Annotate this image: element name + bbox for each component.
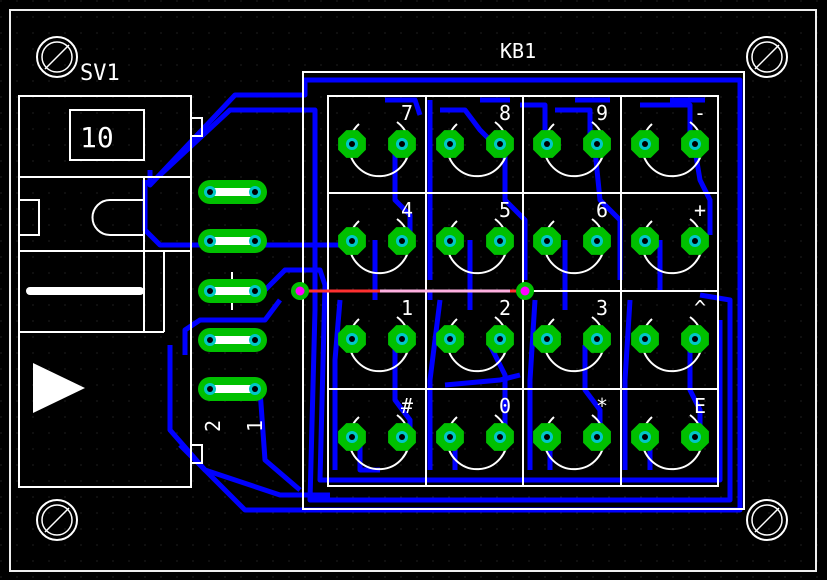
key-label: 3 — [596, 296, 608, 320]
key-label: 8 — [499, 101, 511, 125]
key-pad — [631, 227, 659, 255]
key-pad — [583, 423, 611, 451]
key-pad — [631, 325, 659, 353]
connector-pin-count-label: 10 — [80, 121, 114, 154]
key-label: E — [694, 394, 706, 418]
key-switch: 5 — [436, 198, 514, 275]
key-pad — [388, 423, 416, 451]
connector-pad-pair — [198, 180, 267, 204]
key-pad — [681, 130, 709, 158]
keypad-ref-label: KB1 — [500, 39, 536, 63]
connector-ref-label: SV1 — [80, 61, 120, 86]
key-pad — [533, 325, 561, 353]
key-label: 9 — [596, 101, 608, 125]
key-label: # — [401, 394, 413, 418]
key-switch: 3 — [533, 296, 611, 373]
connector-outline — [18, 95, 203, 488]
key-pad — [583, 325, 611, 353]
key-pad — [486, 423, 514, 451]
key-switch: + — [631, 198, 709, 275]
pin1-marker-triangle — [33, 363, 85, 413]
key-pad — [533, 227, 561, 255]
key-label: 0 — [499, 394, 511, 418]
mounting-hole-bottom-right — [746, 499, 788, 541]
connector-pad-pair — [198, 279, 267, 303]
mounting-hole-top-left — [36, 36, 78, 78]
connector-pad-pair — [198, 377, 267, 401]
key-pad — [486, 130, 514, 158]
key-switch: 1 — [338, 296, 416, 373]
mounting-hole-bottom-left — [36, 499, 78, 541]
key-pad — [681, 227, 709, 255]
pin-label-2: 2 — [201, 420, 225, 432]
key-pad — [338, 325, 366, 353]
key-switch: 2 — [436, 296, 514, 373]
key-pad — [533, 130, 561, 158]
key-label: ^ — [694, 296, 706, 320]
board-outline — [9, 9, 817, 572]
key-switch: 9 — [533, 101, 611, 178]
key-pad — [436, 227, 464, 255]
via-right — [516, 282, 534, 300]
key-pad — [681, 423, 709, 451]
key-switch: 6 — [533, 198, 611, 275]
key-switch: 4 — [338, 198, 416, 275]
key-label: * — [596, 394, 608, 418]
key-label: 5 — [499, 198, 511, 222]
keypad-keys: 7 8 9 - 4 5 6 +1 2 3 ^ #0 * E — [338, 101, 709, 471]
key-pad — [388, 130, 416, 158]
key-label: 4 — [401, 198, 413, 222]
key-pad — [338, 130, 366, 158]
key-switch: E — [631, 394, 709, 471]
key-label: + — [694, 198, 706, 222]
pin-label-1: 1 — [243, 420, 267, 432]
key-pad — [681, 325, 709, 353]
key-pad — [486, 227, 514, 255]
connector-pads — [198, 180, 267, 401]
key-pad — [631, 130, 659, 158]
key-switch: 7 — [338, 101, 416, 178]
key-label: 7 — [401, 101, 413, 125]
key-label: 2 — [499, 296, 511, 320]
key-switch: - — [631, 101, 709, 178]
key-pad — [388, 325, 416, 353]
key-pad — [338, 423, 366, 451]
key-switch: 8 — [436, 101, 514, 178]
key-pad — [533, 423, 561, 451]
key-switch: 0 — [436, 394, 514, 471]
key-label: 6 — [596, 198, 608, 222]
key-pad — [631, 423, 659, 451]
key-switch: * — [533, 394, 611, 471]
key-pad — [583, 227, 611, 255]
key-pad — [338, 227, 366, 255]
key-pad — [436, 423, 464, 451]
key-label: - — [694, 101, 706, 125]
key-label: 1 — [401, 296, 413, 320]
key-pad — [436, 130, 464, 158]
connector-pad-pair — [198, 328, 267, 352]
mounting-hole-top-right — [746, 36, 788, 78]
key-switch: # — [338, 394, 416, 471]
key-switch: ^ — [631, 296, 709, 373]
connector-pad-pair — [198, 229, 267, 253]
via-left — [291, 282, 309, 300]
key-pad — [583, 130, 611, 158]
key-pad — [486, 325, 514, 353]
key-pad — [388, 227, 416, 255]
key-pad — [436, 325, 464, 353]
